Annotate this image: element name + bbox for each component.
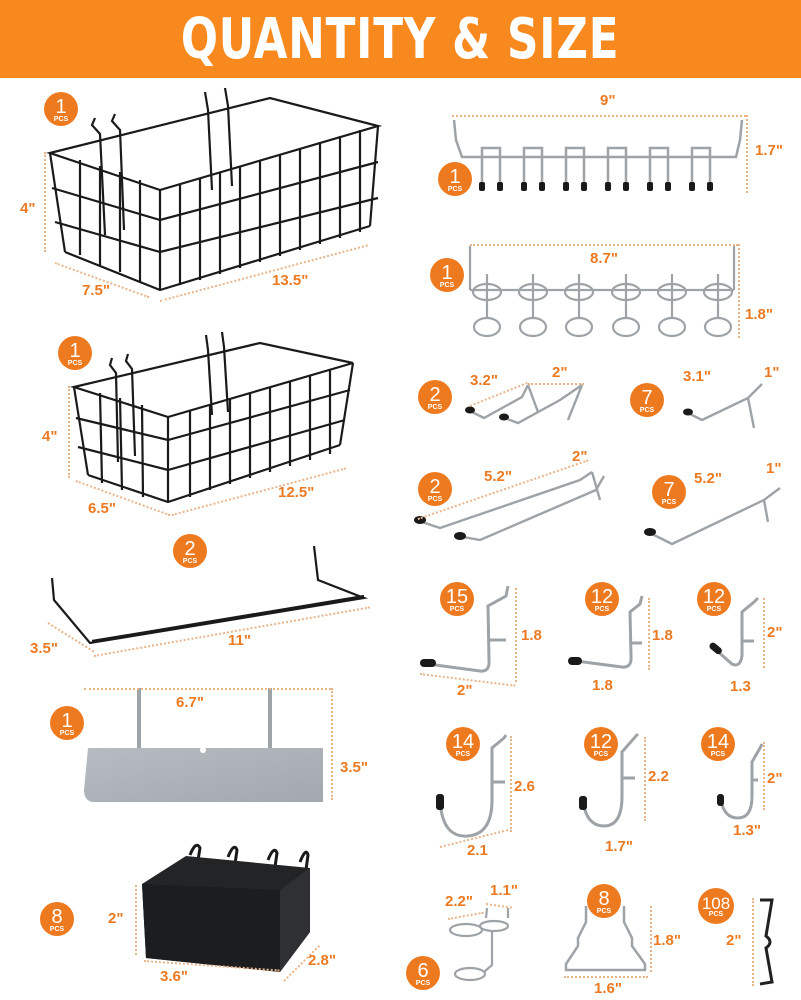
gap-label: 1" bbox=[766, 460, 782, 477]
gap-label: 2" bbox=[572, 448, 588, 465]
tool-rack-icon bbox=[452, 119, 744, 191]
dimension-line bbox=[470, 244, 738, 246]
width-label: 1.6" bbox=[594, 980, 622, 997]
length-label: 1.3 bbox=[730, 678, 751, 695]
height-label: 1.8 bbox=[652, 627, 673, 644]
width-label: 12.5" bbox=[278, 484, 315, 501]
dimension-line bbox=[84, 688, 331, 690]
width-label: 8.7" bbox=[590, 250, 618, 267]
height-label: 1.7" bbox=[755, 142, 783, 159]
height-label: 4" bbox=[42, 428, 58, 445]
wire-basket-icon bbox=[69, 331, 355, 504]
width-label: 2.1 bbox=[467, 842, 488, 859]
depth-label: 2.8" bbox=[308, 952, 336, 969]
width-label: 11" bbox=[228, 632, 251, 649]
width-label: 6.7" bbox=[176, 694, 204, 711]
width-label: 2.2" bbox=[445, 893, 473, 910]
dimension-line bbox=[738, 244, 740, 338]
gap-label: 2" bbox=[552, 364, 568, 381]
dimension-line bbox=[331, 688, 333, 800]
height-label: 1.8" bbox=[745, 306, 773, 323]
l-hooks-icon bbox=[420, 585, 760, 673]
width-label: 13.5" bbox=[272, 272, 309, 289]
ring-rack-icon bbox=[468, 246, 736, 338]
metal-shelf-icon bbox=[84, 688, 323, 802]
prong-hooks-icon bbox=[414, 383, 781, 546]
height-label: 1.8" bbox=[653, 932, 681, 949]
width-label: 3.6" bbox=[160, 968, 188, 985]
dimension-line bbox=[564, 976, 648, 978]
length-label: 5.2" bbox=[484, 468, 512, 485]
j-hooks-icon bbox=[436, 732, 764, 838]
length-label: 3.1" bbox=[683, 368, 711, 385]
dimension-line bbox=[510, 736, 512, 832]
dimension-line bbox=[452, 115, 746, 117]
banner-title: QUANTITY & SIZE bbox=[181, 6, 620, 72]
length-label: 2" bbox=[457, 682, 473, 699]
dimension-line bbox=[515, 588, 517, 682]
length-label: 3.2" bbox=[470, 372, 498, 389]
wire-bracket-icon bbox=[50, 545, 369, 645]
dimension-line bbox=[68, 386, 70, 478]
depth-label: 7.5" bbox=[82, 282, 110, 299]
wire-basket-icon bbox=[46, 87, 383, 292]
dimension-line bbox=[650, 906, 652, 972]
dimension-line bbox=[763, 742, 765, 810]
pegboard-bin-icon bbox=[142, 843, 310, 972]
height-label: 1.8 bbox=[521, 627, 542, 644]
height-label: 2" bbox=[726, 932, 742, 949]
title-banner: QUANTITY & SIZE bbox=[0, 0, 801, 78]
width-label: 1.7" bbox=[605, 838, 633, 855]
gap-label: 1" bbox=[764, 364, 780, 381]
length-label: 5.2" bbox=[694, 470, 722, 487]
dimension-line bbox=[528, 383, 584, 385]
length-label: 1.8 bbox=[592, 677, 613, 694]
dimension-line bbox=[44, 152, 46, 252]
dimension-line bbox=[648, 598, 650, 670]
depth-label: 3.5" bbox=[340, 759, 368, 776]
dimension-line bbox=[752, 898, 754, 986]
height-label: 2.2 bbox=[648, 768, 669, 785]
depth-label: 1.1" bbox=[490, 882, 518, 899]
height-label: 4" bbox=[20, 200, 36, 217]
height-label: 2" bbox=[108, 910, 124, 927]
dimension-line bbox=[135, 885, 137, 955]
width-label: 1.3" bbox=[733, 822, 761, 839]
dimension-line bbox=[746, 115, 748, 193]
height-label: 2" bbox=[767, 770, 783, 787]
depth-label: 6.5" bbox=[88, 500, 116, 517]
height-label: 2" bbox=[767, 624, 783, 641]
dimension-line bbox=[644, 737, 646, 821]
width-label: 9" bbox=[600, 92, 616, 109]
height-label: 2.6 bbox=[514, 778, 535, 795]
depth-label: 3.5" bbox=[30, 640, 58, 657]
dimension-line bbox=[763, 598, 765, 668]
